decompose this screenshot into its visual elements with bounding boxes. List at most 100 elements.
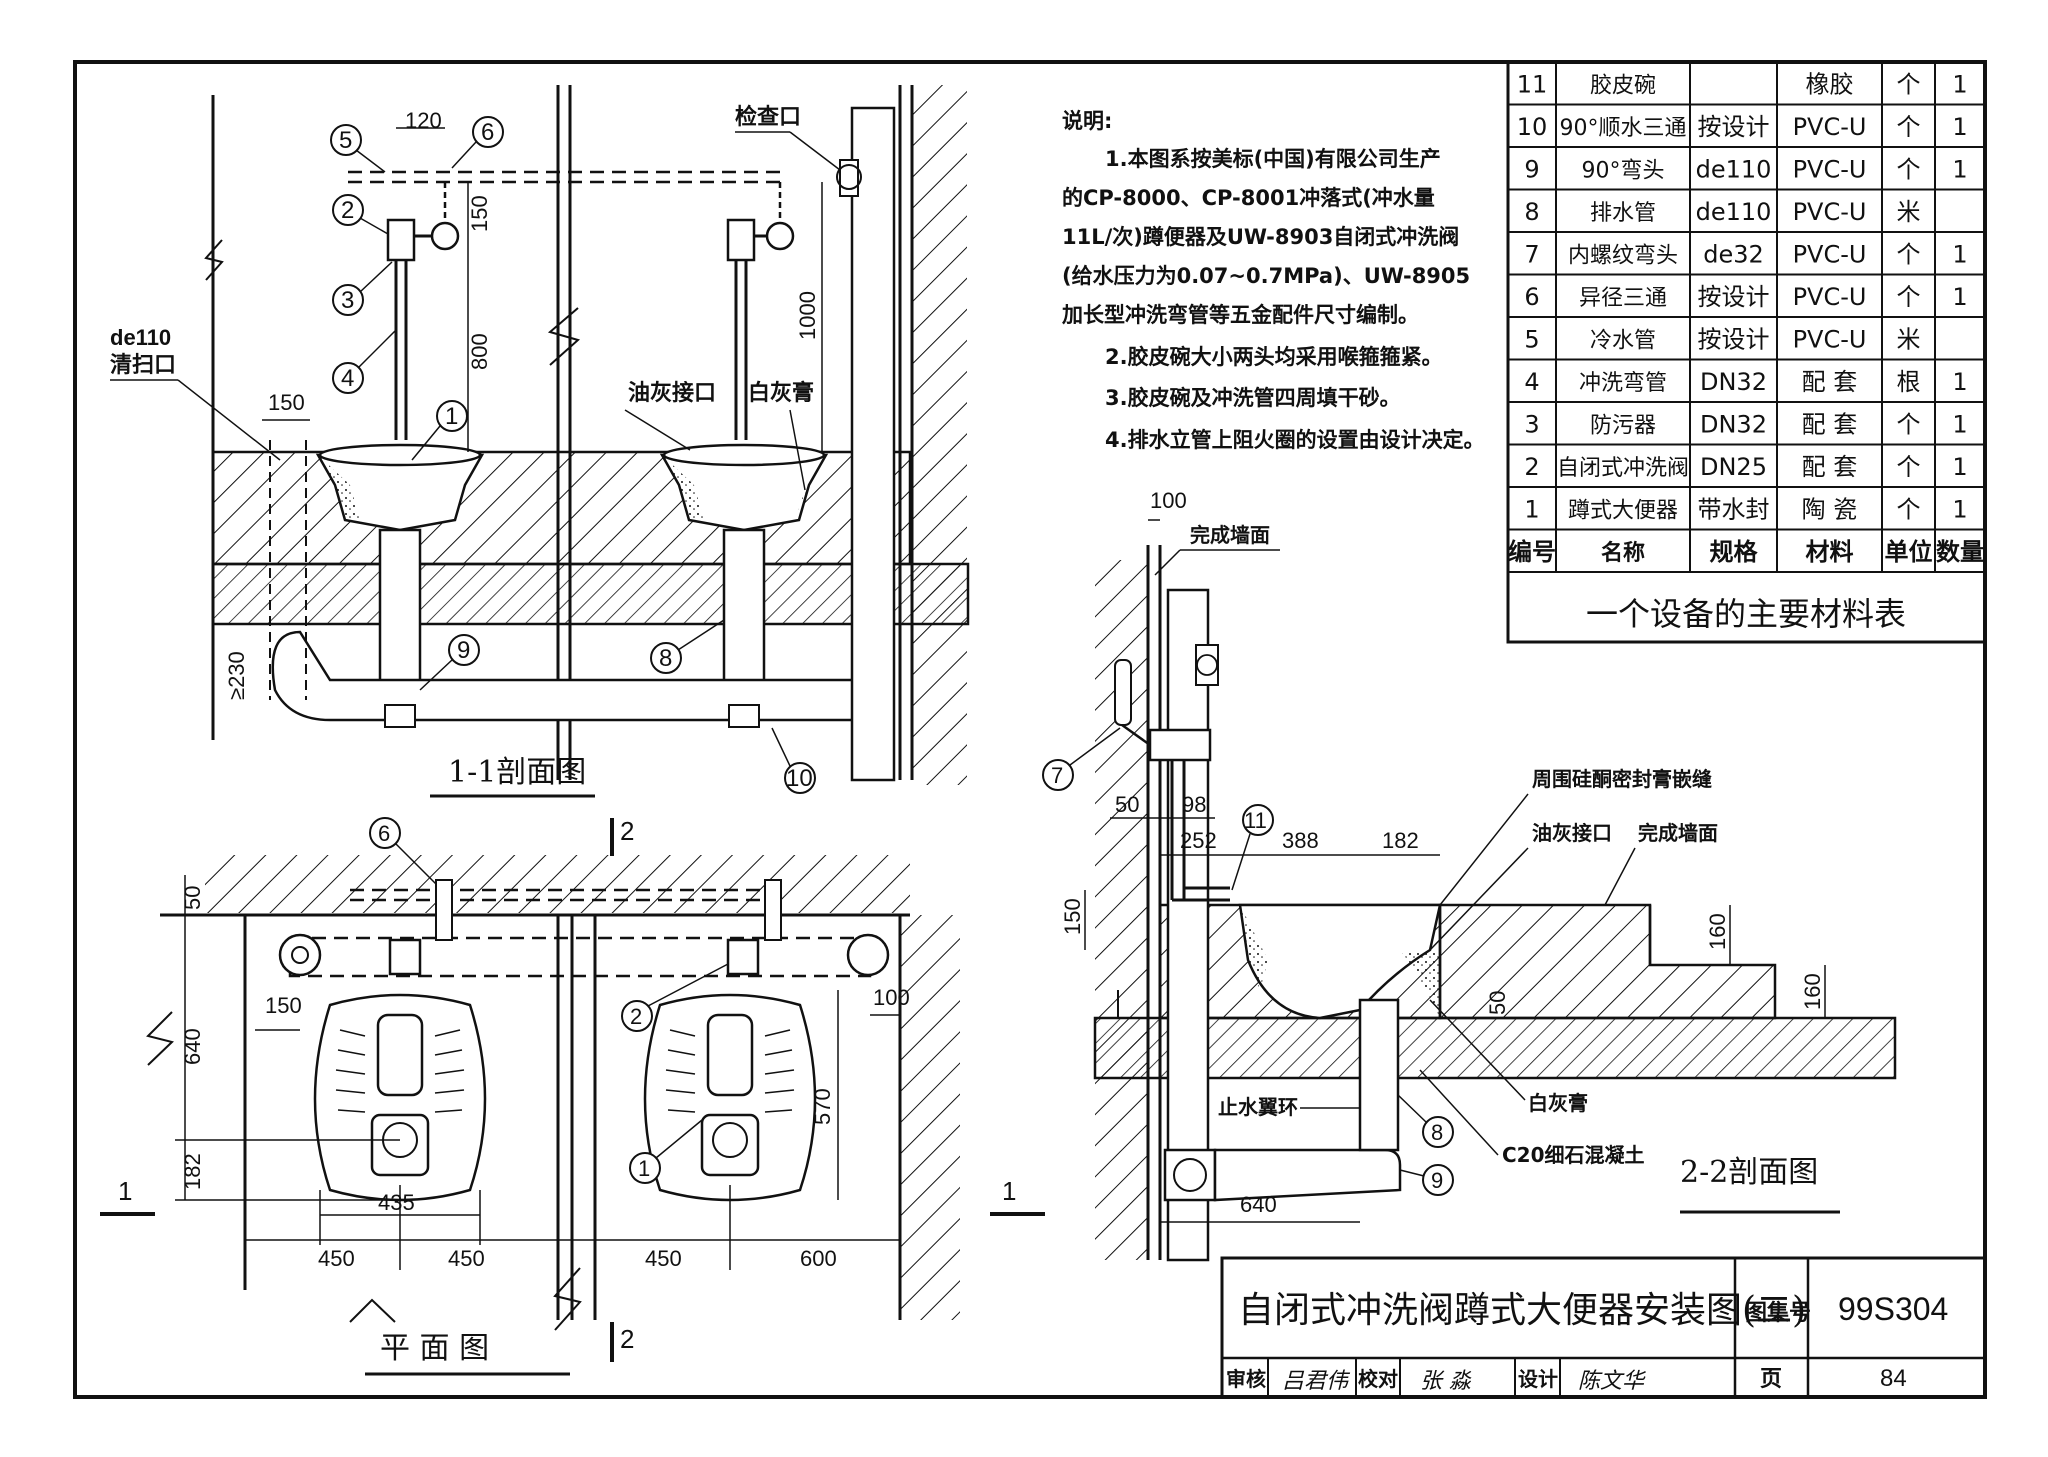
table-cell-unit: 根 xyxy=(1897,368,1921,396)
dim-800: 800 xyxy=(467,333,492,370)
table-cell-spec: DN32 xyxy=(1700,411,1767,439)
dim-2-2-182: 182 xyxy=(1382,828,1419,853)
note-line-5: 加长型冲洗弯管等五金配件尺寸编制。 xyxy=(1061,303,1419,327)
dim-570: 570 xyxy=(810,1088,835,1125)
table-cell-name: 胶皮碗 xyxy=(1590,74,1656,99)
table-cell-name: 自闭式冲洗阀 xyxy=(1557,456,1689,481)
table-cell-no: 6 xyxy=(1524,283,1539,311)
table-cell-qty: 1 xyxy=(1952,71,1967,99)
table-header-name: 名称 xyxy=(1601,540,1645,566)
dim-2-2-150: 150 xyxy=(1060,898,1085,935)
dim-1000: 1000 xyxy=(795,291,820,340)
table-header-material: 材料 xyxy=(1806,538,1854,566)
dim-2-2-100: 100 xyxy=(1150,488,1187,513)
table-cell-material: 橡胶 xyxy=(1806,71,1854,99)
table-cell-qty: 1 xyxy=(1952,368,1967,396)
dim-600: 600 xyxy=(800,1246,837,1271)
table-cell-qty: 1 xyxy=(1952,241,1967,269)
dim-150: 150 xyxy=(265,993,302,1018)
callout-2: 2 xyxy=(341,197,354,224)
callout-6: 6 xyxy=(481,119,494,146)
table-cell-material: PVC-U xyxy=(1793,198,1867,226)
label-water-ring: 止水翼环 xyxy=(1218,1095,1298,1119)
table-cell-no: 4 xyxy=(1524,368,1539,396)
table-cell-name: 90°顺水三通 xyxy=(1560,116,1687,141)
section-1-1-annotations: 120 150 800 1000 150 ≥230 检查口 de110 清扫口 … xyxy=(110,104,841,856)
label-white-ash-2: 白灰膏 xyxy=(1528,1091,1588,1115)
table-cell-name: 内螺纹弯头 xyxy=(1568,244,1678,269)
callout-11: 11 xyxy=(1244,808,1267,833)
table-cell-qty: 1 xyxy=(1952,283,1967,311)
table-cell-spec: DN25 xyxy=(1700,453,1767,481)
label-finish-wall-b: 完成墙面 xyxy=(1638,821,1718,845)
atlas-label: 图集号 xyxy=(1745,1300,1811,1326)
dim-150-horizontal: 150 xyxy=(268,390,305,415)
label-sealant: 周围硅酮密封膏嵌缝 xyxy=(1532,767,1712,791)
table-cell-no: 11 xyxy=(1517,71,1548,99)
table-cell-spec: 按设计 xyxy=(1698,283,1770,311)
callout-9b: 9 xyxy=(1431,1168,1443,1193)
table-cell-name: 冷水管 xyxy=(1590,329,1656,354)
table-cell-material: PVC-U xyxy=(1793,283,1867,311)
label-putty-joint: 油灰接口 xyxy=(628,380,716,406)
table-cell-unit: 个 xyxy=(1897,156,1921,184)
dim-450-c: 450 xyxy=(645,1246,682,1271)
table-cell-name: 排水管 xyxy=(1590,201,1656,226)
section-2-2 xyxy=(1093,545,1897,1262)
dim-2-2-252: 252 xyxy=(1180,828,1217,853)
dim-640: 640 xyxy=(180,1028,205,1065)
plan-callout-1: 1 xyxy=(638,1156,650,1181)
note-line-1: 1.本图系按美标(中国)有限公司生产 xyxy=(1105,147,1441,171)
notes-heading: 说明: xyxy=(1062,109,1112,133)
review-label: 审核 xyxy=(1226,1367,1266,1391)
design-signature: 陈文华 xyxy=(1578,1369,1647,1394)
callout-5: 5 xyxy=(339,127,352,154)
table-cell-unit: 个 xyxy=(1897,71,1921,99)
dim-2-2-98: 98 xyxy=(1182,792,1206,817)
design-label: 设计 xyxy=(1518,1367,1558,1391)
dim-435: 435 xyxy=(378,1190,415,1215)
check-label: 校对 xyxy=(1358,1367,1398,1391)
table-cell-spec: de110 xyxy=(1696,198,1772,226)
table-cell-qty: 1 xyxy=(1952,156,1967,184)
table-cell-no: 3 xyxy=(1524,411,1539,439)
label-cleanout-size: de110 xyxy=(110,325,171,350)
section-1-1 xyxy=(204,85,970,785)
table-caption: 一个设备的主要材料表 xyxy=(1586,595,1906,633)
dim-2-2-160-a: 160 xyxy=(1705,913,1730,950)
drawing-title: 自闭式冲洗阀蹲式大便器安装图(二) xyxy=(1238,1290,1806,1331)
dim-150-vertical: 150 xyxy=(467,195,492,232)
plan-view-title: 平 面 图 xyxy=(380,1331,489,1366)
dim-2-2-50: 50 xyxy=(1115,792,1139,817)
page-label: 页 xyxy=(1760,1367,1782,1392)
drawing-frame xyxy=(73,60,1987,1399)
table-cell-unit: 个 xyxy=(1897,496,1921,524)
section-1-1-title: 1-1剖面图 xyxy=(448,755,586,790)
note-line-2: 的CP-8000、CP-8001冲落式(冲水量 xyxy=(1062,186,1435,210)
dim-2-2-50-b: 50 xyxy=(1485,991,1510,1015)
section-2-2-title: 2-2剖面图 xyxy=(1680,1155,1818,1190)
dim-2-2-640: 640 xyxy=(1240,1192,1277,1217)
table-cell-no: 1 xyxy=(1524,496,1539,524)
table-cell-no: 8 xyxy=(1524,198,1539,226)
review-signature: 吕君伟 xyxy=(1282,1369,1351,1394)
label-putty-joint-2: 油灰接口 xyxy=(1532,821,1612,845)
section-mark-1-left: 1 xyxy=(118,1176,132,1206)
table-cell-spec: 按设计 xyxy=(1698,113,1770,141)
table-header-unit: 单位 xyxy=(1885,538,1933,566)
label-concrete: C20细石混凝土 xyxy=(1502,1143,1645,1167)
table-cell-material: 配 套 xyxy=(1802,453,1858,481)
table-cell-material: 配 套 xyxy=(1802,411,1858,439)
table-cell-spec: 带水封 xyxy=(1698,496,1770,524)
dim-2-2-160-b: 160 xyxy=(1800,973,1825,1010)
table-cell-unit: 米 xyxy=(1897,326,1921,354)
dim-450-a: 450 xyxy=(318,1246,355,1271)
callout-8: 8 xyxy=(659,645,672,672)
callout-4: 4 xyxy=(341,365,354,392)
dim-2-2-388: 388 xyxy=(1282,828,1319,853)
label-finish-wall-a: 完成墙面 xyxy=(1190,523,1270,547)
section-2-2-annotations: 100 完成墙面 50 98 252 388 182 150 160 160 5… xyxy=(1042,488,1840,1223)
notes: 说明: 1.本图系按美标(中国)有限公司生产 的CP-8000、CP-8001冲… xyxy=(1061,109,1485,452)
